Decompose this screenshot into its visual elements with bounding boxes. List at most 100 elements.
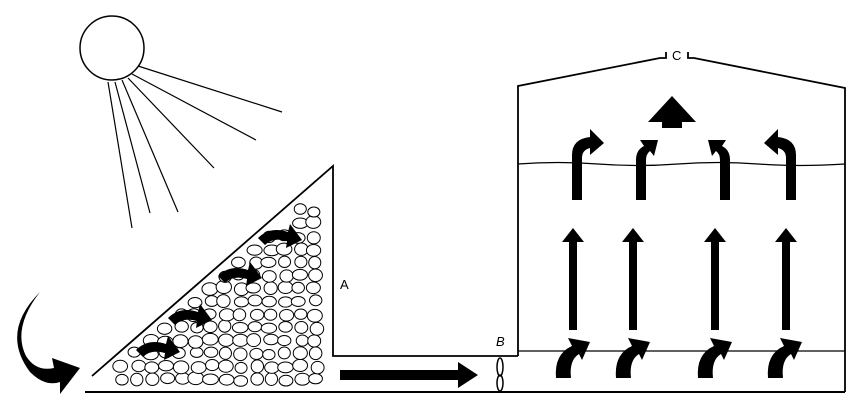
rock bbox=[130, 372, 144, 387]
rock bbox=[174, 320, 189, 333]
rock bbox=[172, 360, 190, 375]
building: C bbox=[517, 48, 846, 392]
rock bbox=[232, 333, 249, 347]
rock bbox=[218, 346, 232, 360]
rock bbox=[260, 322, 278, 334]
inlet-curved-arrows bbox=[555, 338, 802, 378]
rock bbox=[187, 296, 203, 309]
rock bbox=[246, 244, 263, 256]
rock bbox=[307, 334, 322, 348]
sun-icon bbox=[79, 15, 145, 81]
rock bbox=[291, 268, 308, 281]
rock bbox=[264, 361, 280, 374]
rock bbox=[294, 308, 308, 320]
rock bbox=[190, 361, 207, 375]
rock bbox=[233, 375, 249, 387]
rock bbox=[247, 321, 263, 333]
rock bbox=[247, 294, 263, 307]
rock bbox=[277, 280, 294, 294]
rock bbox=[305, 281, 321, 295]
rock bbox=[294, 321, 309, 334]
rock bbox=[203, 346, 219, 358]
rock bbox=[305, 215, 322, 229]
rock bbox=[264, 372, 279, 386]
solar-collector: A bbox=[91, 164, 518, 387]
rock bbox=[278, 374, 294, 387]
rock bbox=[290, 295, 306, 307]
rock bbox=[307, 206, 321, 218]
fan: B bbox=[496, 334, 505, 392]
rock bbox=[144, 361, 160, 374]
rock bbox=[308, 255, 322, 270]
exhaust-arrow bbox=[648, 96, 696, 128]
rock bbox=[187, 335, 204, 349]
rock bbox=[145, 372, 160, 386]
rock bbox=[292, 358, 309, 373]
rock bbox=[278, 255, 292, 269]
rock bbox=[263, 333, 279, 346]
rock bbox=[308, 373, 323, 385]
rock bbox=[205, 359, 220, 372]
fan-icon bbox=[496, 357, 504, 377]
upper-curved-arrows bbox=[572, 129, 796, 200]
rock bbox=[261, 270, 277, 283]
rock bbox=[249, 308, 265, 321]
rock bbox=[233, 296, 250, 308]
rock bbox=[218, 319, 232, 333]
rock bbox=[277, 335, 292, 347]
rock bbox=[292, 346, 308, 360]
rock bbox=[277, 346, 291, 360]
duct-flow-arrow bbox=[340, 362, 478, 388]
rock bbox=[234, 361, 248, 374]
rock bbox=[246, 333, 262, 348]
rising-arrows bbox=[562, 228, 797, 330]
rock bbox=[308, 346, 323, 361]
rock bbox=[156, 322, 173, 335]
rock bbox=[245, 282, 261, 294]
rock bbox=[263, 281, 278, 296]
rock bbox=[160, 372, 176, 385]
heat-arrows bbox=[136, 224, 302, 360]
rock bbox=[231, 256, 246, 269]
rock bbox=[231, 322, 249, 334]
rock bbox=[291, 281, 305, 294]
rock bbox=[218, 333, 235, 347]
rock bbox=[262, 349, 276, 361]
rock bbox=[250, 372, 264, 386]
rock bbox=[216, 294, 231, 309]
label-b: B bbox=[496, 334, 505, 349]
rock bbox=[308, 268, 323, 283]
rock bbox=[250, 359, 265, 374]
rock bbox=[279, 308, 295, 322]
rock bbox=[218, 373, 235, 386]
rock bbox=[131, 359, 147, 373]
rock bbox=[249, 347, 264, 360]
rock bbox=[201, 332, 219, 346]
rock bbox=[112, 359, 129, 373]
rock bbox=[189, 346, 204, 358]
rock bbox=[263, 308, 278, 321]
rock bbox=[260, 256, 277, 268]
rock bbox=[306, 231, 321, 245]
label-c: C bbox=[672, 48, 681, 63]
rock bbox=[294, 255, 308, 269]
rock bbox=[278, 296, 294, 308]
rock bbox=[158, 360, 175, 372]
rock bbox=[233, 347, 248, 362]
rock bbox=[309, 294, 323, 307]
rock bbox=[293, 203, 307, 215]
sun-rays bbox=[107, 65, 283, 229]
airflow-in-arrow bbox=[17, 292, 80, 394]
rock bbox=[201, 282, 219, 296]
rock bbox=[306, 308, 323, 323]
rock bbox=[278, 320, 293, 333]
rock bbox=[203, 320, 218, 334]
label-a: A bbox=[340, 277, 349, 292]
rock bbox=[305, 244, 322, 257]
rock bbox=[277, 361, 294, 374]
rock bbox=[217, 359, 234, 373]
rock bbox=[310, 360, 325, 375]
rock bbox=[295, 334, 309, 347]
rock bbox=[115, 373, 129, 386]
